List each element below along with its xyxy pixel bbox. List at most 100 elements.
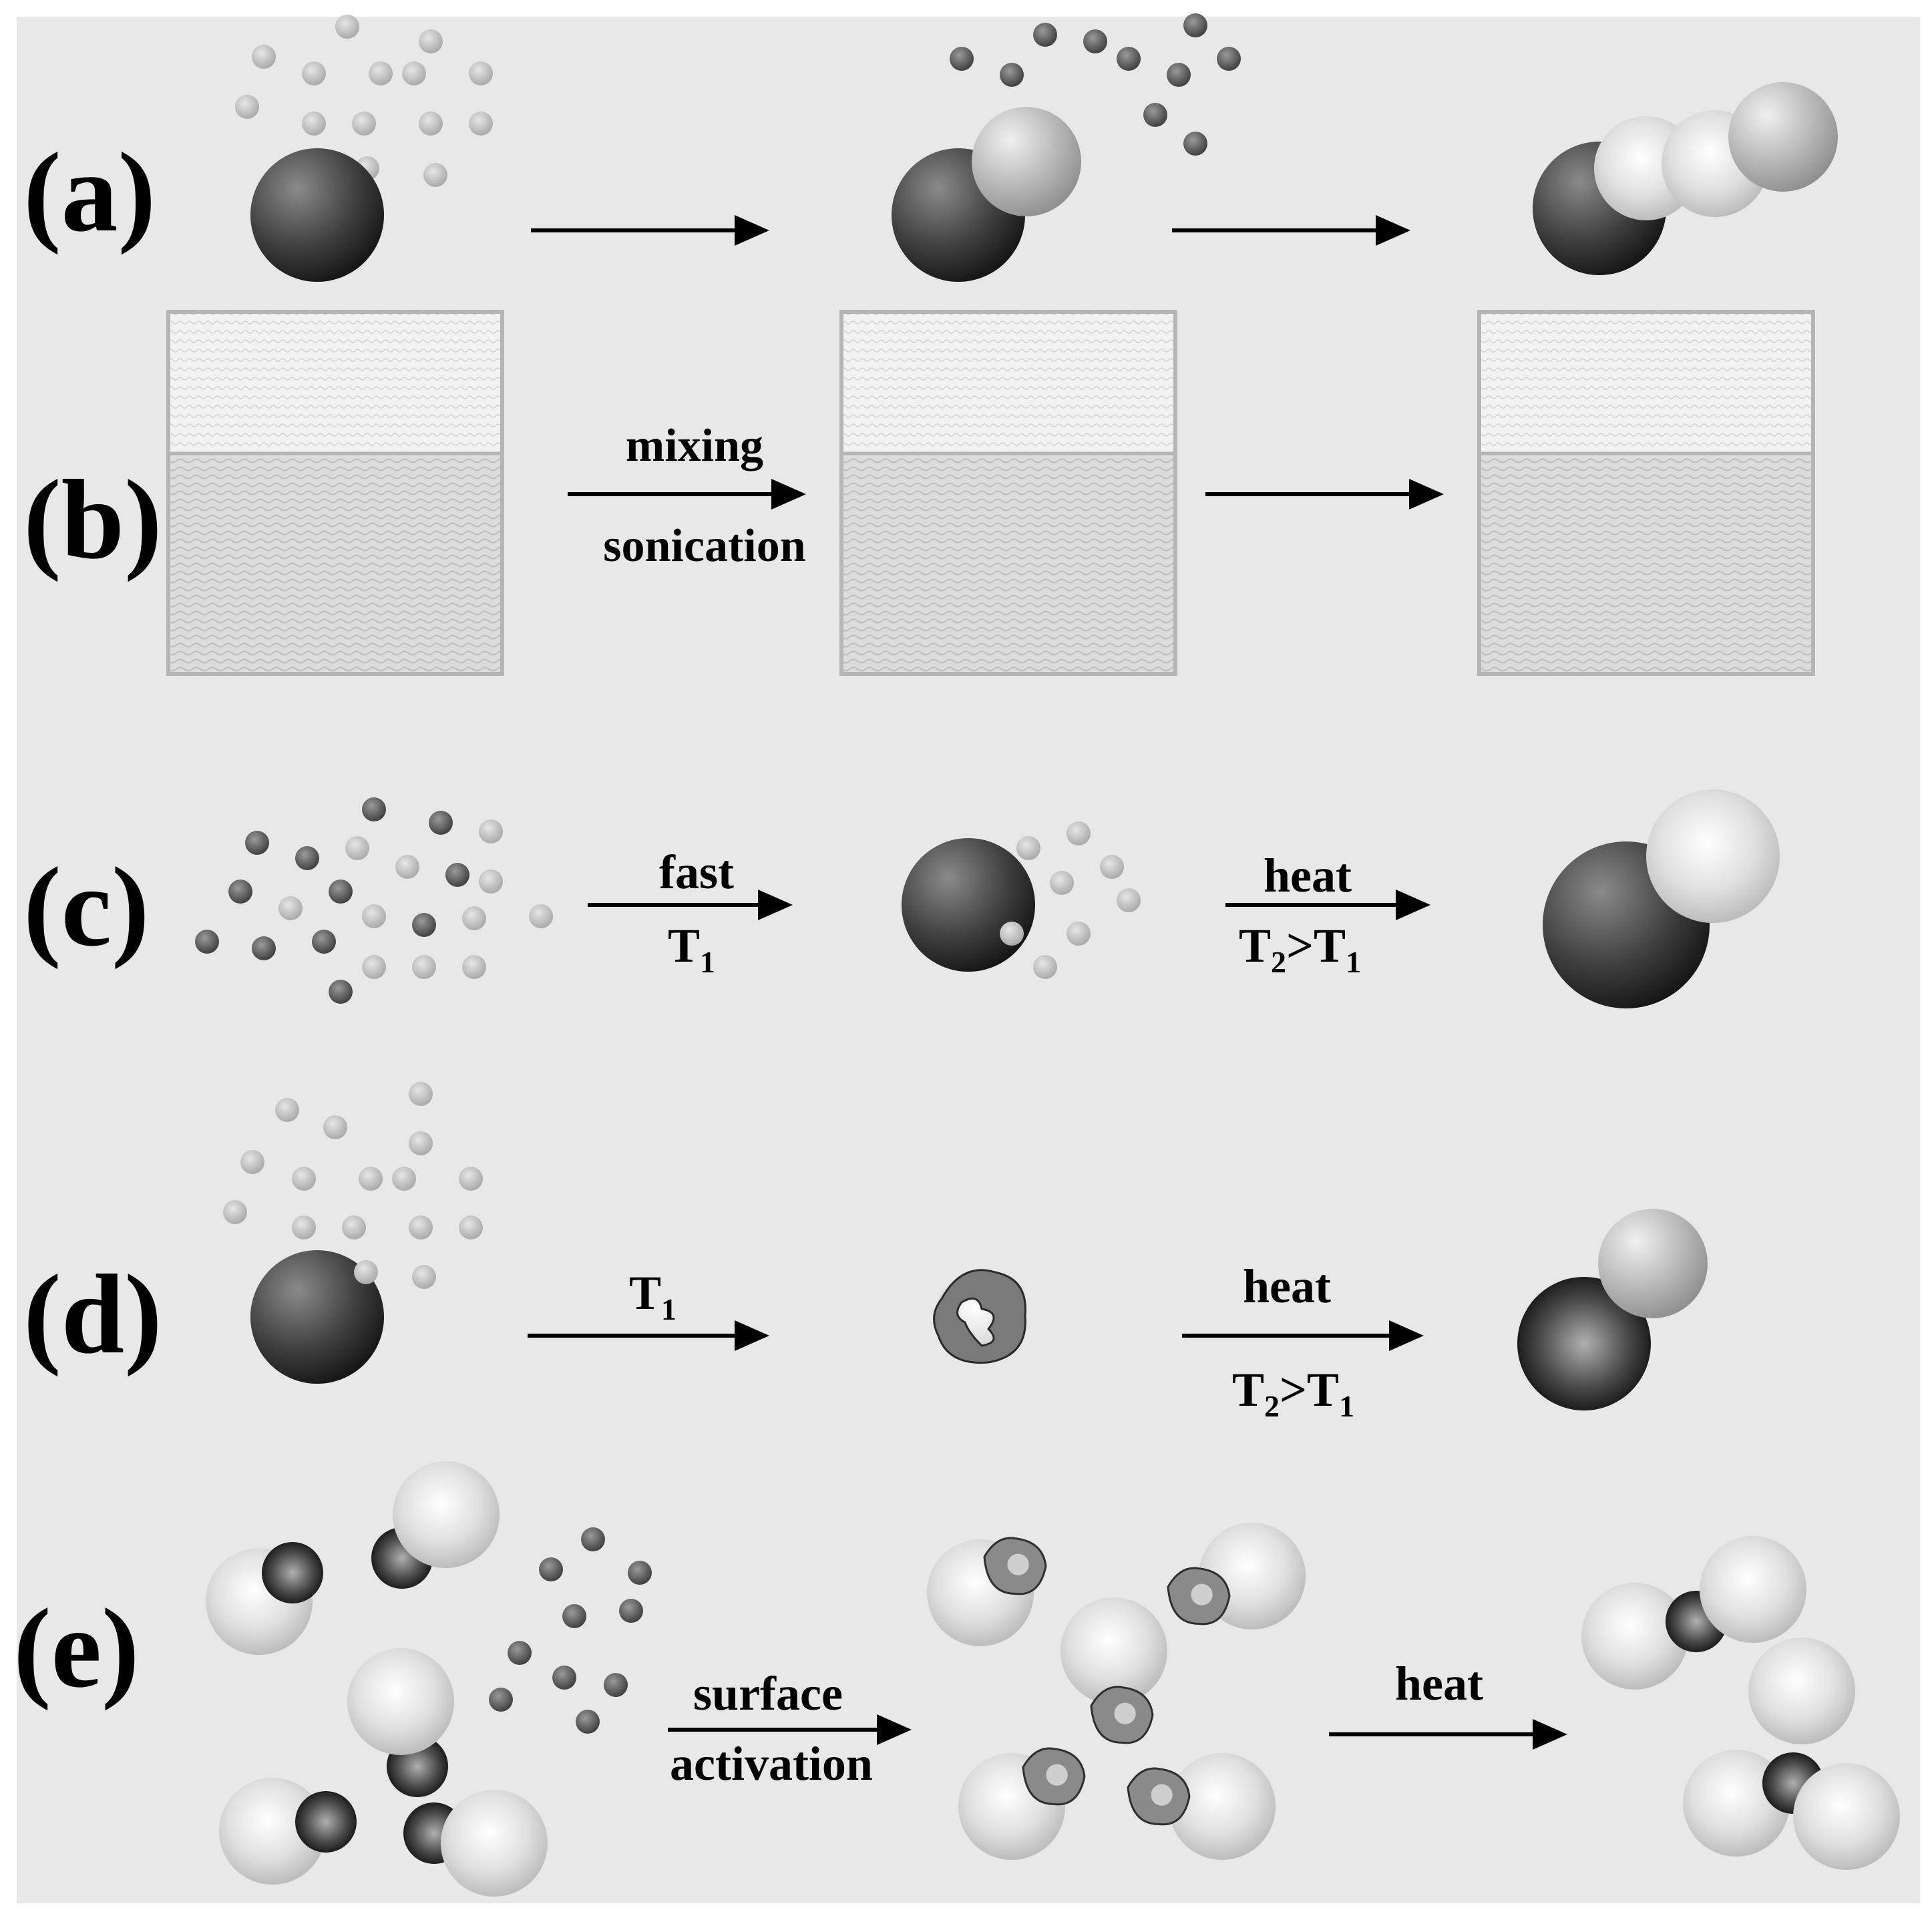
etched-particle (933, 1269, 1026, 1364)
precursor-dot-light (1016, 836, 1040, 860)
arrow-a2 (1172, 215, 1410, 246)
seed-particle (250, 148, 384, 282)
precursor-dot-light (462, 955, 486, 979)
precursor-dot-light (392, 1167, 416, 1191)
arrow-d2-t2: T (1232, 1363, 1264, 1416)
precursor-dot-light (529, 904, 553, 928)
seed-particle (250, 1250, 384, 1384)
precursor-dot-dark (412, 913, 436, 937)
precursor-dot-dark (1000, 63, 1024, 87)
arrow-b1-top-label: mixing (626, 420, 763, 471)
precursor-dot-light (469, 61, 493, 85)
precursor-dot-dark (508, 1641, 532, 1665)
precursor-dot-light (354, 1260, 378, 1284)
precursor-dot-dark (628, 1561, 652, 1585)
precursor-dot-light (235, 95, 259, 119)
arrow-d1-t: T (629, 1266, 661, 1320)
large-light-particle (1793, 1763, 1900, 1870)
panel-c-label: (c) (23, 844, 150, 970)
precursor-dot-dark (950, 47, 974, 71)
precursor-dot-light (395, 855, 419, 879)
arrow-c1-bottom-label: T1 (668, 919, 715, 979)
activated-seed-core (1046, 1764, 1068, 1786)
precursor-dot-light (412, 955, 436, 979)
precursor-dot-light (419, 29, 443, 53)
precursor-dot-light (419, 112, 443, 136)
large-light-particle (1700, 1536, 1806, 1643)
large-light-particle (1169, 1753, 1276, 1860)
large-light-particle (1683, 1750, 1790, 1857)
precursor-dot-light (1067, 821, 1091, 845)
grown-domain (1646, 789, 1780, 923)
arrow-c1-t: T (668, 919, 700, 972)
precursor-dot-light (409, 1082, 433, 1106)
precursor-dot-light (323, 1115, 347, 1139)
arrow-b1 (568, 479, 806, 510)
precursor-dot-light (402, 61, 426, 85)
large-light-particle (1748, 1638, 1855, 1744)
precursor-dot-dark (552, 1666, 576, 1690)
arrow-e2 (1329, 1719, 1567, 1750)
precursor-dot-light (362, 904, 386, 928)
precursor-dot-dark (1033, 23, 1057, 47)
precursor-dot-light (342, 1215, 366, 1239)
precursor-dot-light (479, 870, 503, 894)
precursor-dot-dark (362, 797, 386, 821)
panel-d-label: (d) (23, 1252, 162, 1377)
precursor-dot-dark (429, 811, 453, 835)
precursor-dot-light (359, 1167, 383, 1191)
precursor-dot-dark (195, 930, 219, 954)
precursor-dot-light (479, 819, 503, 843)
precursor-dot-light (345, 836, 369, 860)
precursor-dot-dark (1183, 13, 1207, 37)
activated-seed-core (1191, 1583, 1213, 1605)
arrow-e1 (668, 1714, 912, 1745)
activated-seed-core (1007, 1553, 1029, 1575)
precursor-dot-dark (1143, 103, 1167, 127)
precursor-dot-light (1117, 888, 1141, 912)
precursor-dot-light (352, 112, 376, 136)
activated-seed-core (1114, 1702, 1136, 1724)
precursor-dot-dark (1217, 47, 1241, 71)
arrow-c2-t2-sub: 2 (1271, 945, 1286, 979)
precursor-dot-light (469, 112, 493, 136)
arrow-d2 (1182, 1320, 1424, 1351)
arrow-c1-t-sub: 1 (700, 945, 715, 979)
precursor-dot-light (1050, 871, 1074, 895)
precursor-dot-light (302, 112, 326, 136)
seed-particle (902, 838, 1035, 972)
arrow-d1 (528, 1320, 769, 1351)
arrow-c2-gt: >T (1286, 919, 1346, 972)
arrow-d2-bottom-label: T2>T1 (1232, 1363, 1354, 1423)
precursor-dot-light (409, 1215, 433, 1239)
precursor-dot-light (423, 163, 447, 187)
arrow-d1-top-label: T1 (629, 1266, 677, 1326)
panel-a-label: (a) (23, 130, 156, 255)
precursor-dot-light (1100, 855, 1124, 879)
seed-particle (1517, 1277, 1651, 1410)
precursor-dot-light (302, 61, 326, 85)
arrow-d2-t2-sub: 2 (1264, 1389, 1280, 1423)
precursor-dot-dark (1167, 63, 1191, 87)
beaker-1 (166, 310, 504, 676)
beaker-2 (839, 310, 1177, 676)
precursor-dot-dark (489, 1688, 513, 1712)
precursor-dot-dark (228, 880, 252, 904)
large-light-particle (1060, 1597, 1167, 1704)
arrow-c2 (1225, 890, 1430, 920)
precursor-dot-dark (1183, 132, 1207, 156)
arrow-e1-bottom-label: activation (670, 1737, 873, 1790)
arrow-c1-top-label: fast (659, 845, 734, 899)
large-light-particle (393, 1461, 500, 1568)
precursor-dot-light (462, 906, 486, 930)
arrow-e2-top-label: heat (1395, 1657, 1483, 1710)
precursor-dot-dark (1117, 47, 1141, 71)
large-light-particle (1581, 1583, 1688, 1690)
precursor-dot-light (1000, 922, 1024, 946)
precursor-dot-light (459, 1167, 483, 1191)
precursor-dot-dark (445, 863, 469, 887)
precursor-dot-light (252, 45, 276, 69)
precursor-dot-dark (329, 980, 353, 1004)
large-light-particle (347, 1648, 454, 1755)
